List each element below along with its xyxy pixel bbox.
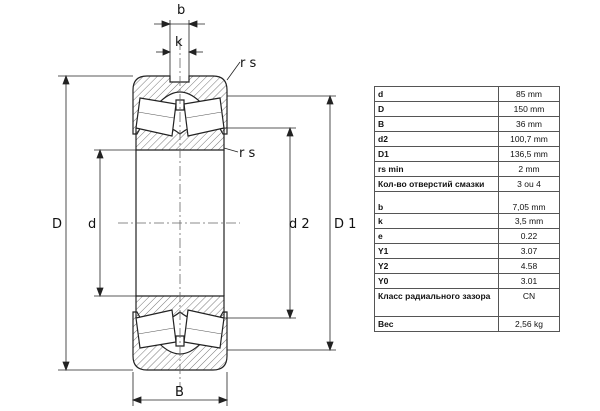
spec-param: e [374, 228, 499, 244]
spec-param: Y1 [374, 243, 499, 259]
spec-value: 2,56 kg [498, 316, 560, 332]
spec-value: 85 mm [498, 86, 560, 102]
spec-value: 7,05 mm [498, 191, 560, 214]
spec-value: 0.22 [498, 228, 560, 244]
outer-ring-top [132, 75, 228, 135]
spec-param: d [374, 86, 499, 102]
label-d: d [88, 217, 96, 232]
spec-value: 3 ou 4 [498, 176, 560, 192]
spec-value: CN [498, 288, 560, 317]
roller-bottom-left [135, 309, 177, 349]
roller-top-left [135, 97, 177, 137]
spec-value: 36 mm [498, 116, 560, 132]
spec-param: rs min [374, 161, 499, 177]
label-d2: d 2 [289, 217, 310, 232]
spec-param: Кол-во отверстий смазки [374, 176, 499, 192]
spec-param: Y0 [374, 273, 499, 289]
spec-param: b [374, 191, 499, 214]
label-rs-top: r s [240, 56, 256, 71]
spec-value: 3.01 [498, 273, 560, 289]
spec-value: 136,5 mm [498, 146, 560, 162]
spec-param: k [374, 213, 499, 229]
label-D: D [52, 217, 62, 232]
spec-value: 100,7 mm [498, 131, 560, 147]
bearing-section [132, 75, 228, 371]
label-k: k [175, 35, 183, 50]
cage-top [175, 99, 185, 111]
spec-value: 150 mm [498, 101, 560, 117]
label-B: B [175, 385, 184, 400]
center-lines [118, 40, 240, 386]
spec-param: Вес [374, 316, 499, 332]
spec-param: d2 [374, 131, 499, 147]
spec-param: D [374, 101, 499, 117]
spec-value: 2 mm [498, 161, 560, 177]
spec-value: 3.07 [498, 243, 560, 259]
spec-param: B [374, 116, 499, 132]
label-D1: D 1 [334, 217, 356, 232]
dimension-lines [58, 20, 336, 406]
label-rs-mid: r s [239, 146, 255, 161]
spec-param: Y2 [374, 258, 499, 274]
spec-value: 3,5 mm [498, 213, 560, 229]
label-b: b [177, 3, 185, 18]
spec-value: 4.58 [498, 258, 560, 274]
spec-param: D1 [374, 146, 499, 162]
spec-param: Класс радиального зазора [374, 288, 499, 317]
